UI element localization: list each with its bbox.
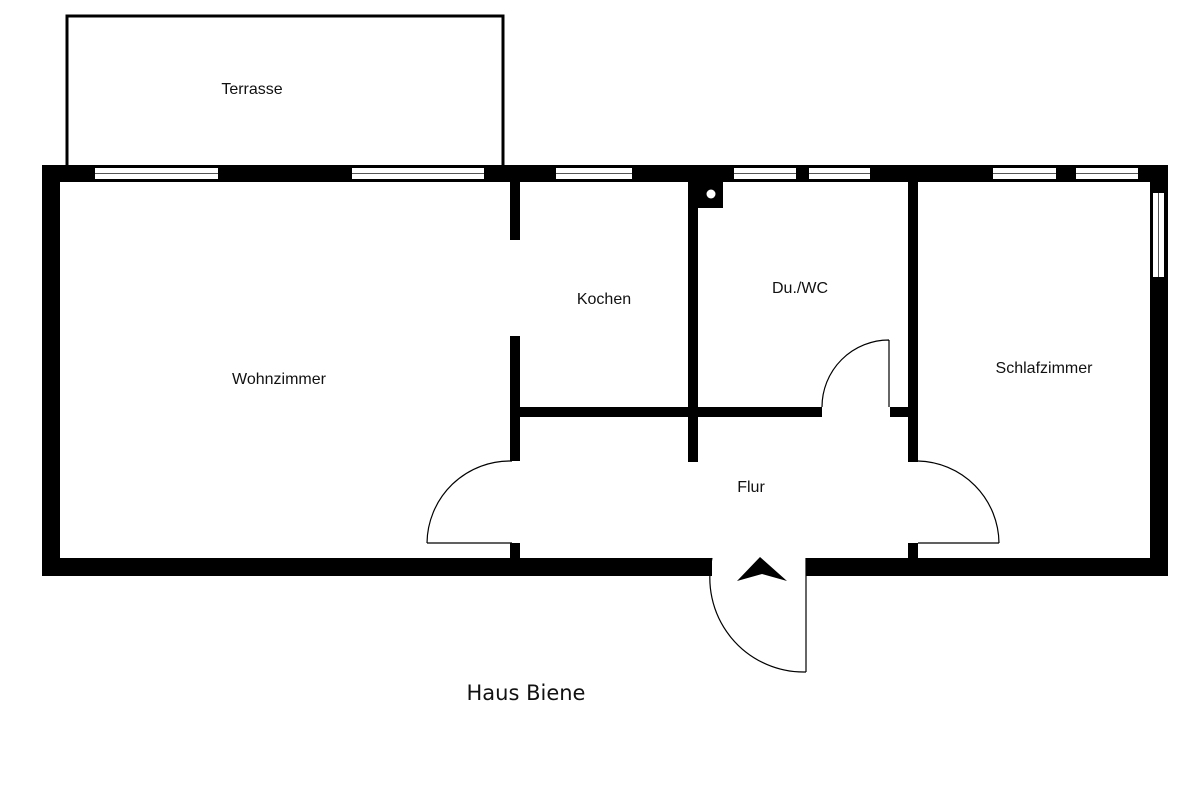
door-bedroom bbox=[917, 460, 1000, 544]
terrace-outline bbox=[65, 14, 505, 166]
door-entrance bbox=[709, 557, 807, 673]
door-swings bbox=[426, 339, 1000, 673]
wall-bottom-left bbox=[42, 558, 712, 576]
door-bathroom bbox=[821, 339, 890, 408]
window bbox=[809, 168, 870, 179]
wall-living-kitchen-lower bbox=[510, 336, 520, 461]
wall-left bbox=[42, 165, 60, 576]
wall-living-kitchen-upper bbox=[510, 182, 520, 240]
interior-walls bbox=[510, 182, 918, 558]
room-label-schlafzimmer: Schlafzimmer bbox=[996, 360, 1094, 377]
entrance-arrow-icon bbox=[737, 557, 787, 581]
window bbox=[1153, 193, 1164, 277]
window bbox=[1076, 168, 1138, 179]
vent-symbol bbox=[698, 182, 723, 208]
wall-bedroom-hall-stub bbox=[908, 543, 918, 558]
terrace bbox=[65, 14, 505, 166]
wall-bath-bedroom bbox=[908, 182, 918, 462]
window bbox=[993, 168, 1056, 179]
wall-hall-top-right bbox=[890, 407, 908, 417]
room-label-kochen: Kochen bbox=[577, 291, 631, 308]
room-label-du-wc: Du./WC bbox=[772, 280, 828, 297]
window bbox=[95, 168, 218, 179]
window bbox=[352, 168, 484, 179]
wall-hall-top-left bbox=[520, 407, 822, 417]
plan-title: Haus Biene bbox=[467, 681, 586, 705]
room-label-flur: Flur bbox=[737, 479, 765, 496]
room-label-wohnzimmer: Wohnzimmer bbox=[232, 371, 327, 388]
wall-kitchen-bath bbox=[688, 182, 698, 462]
room-label-terrasse: Terrasse bbox=[221, 81, 282, 98]
exterior-walls bbox=[42, 165, 1168, 576]
window bbox=[556, 168, 632, 179]
wall-living-hall-stub bbox=[510, 543, 520, 558]
window bbox=[734, 168, 796, 179]
wall-bottom-right bbox=[806, 558, 1168, 576]
windows bbox=[95, 168, 1164, 277]
door-living-room bbox=[426, 460, 513, 544]
